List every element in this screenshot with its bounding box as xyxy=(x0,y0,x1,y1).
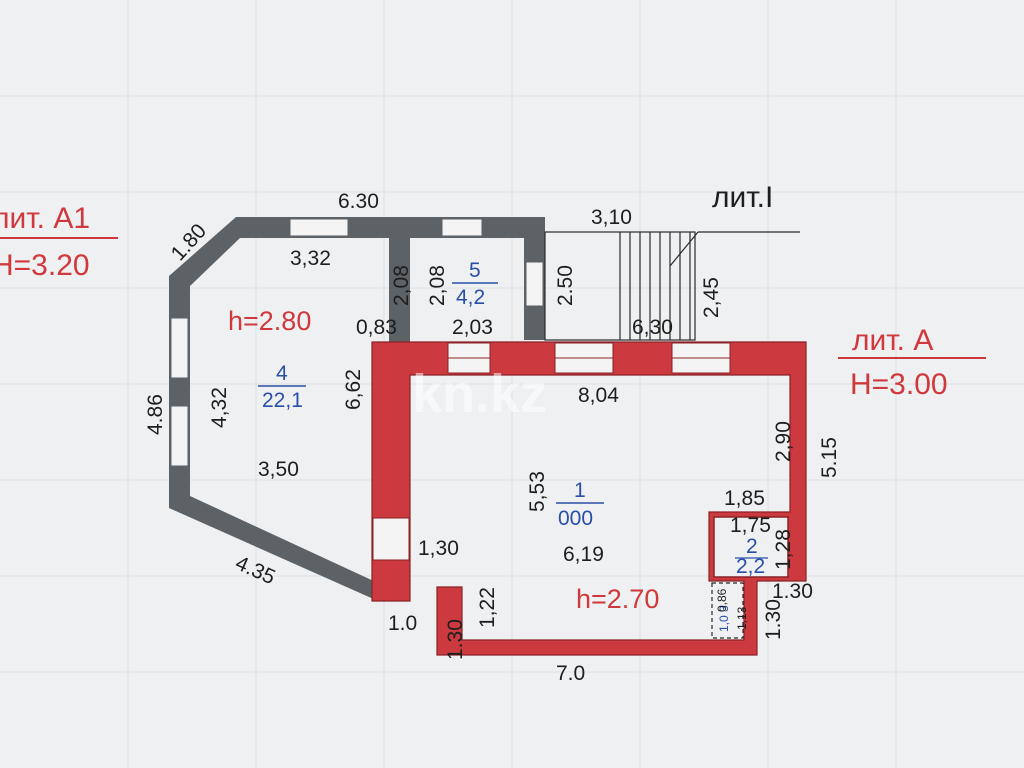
dim-083: 0,83 xyxy=(356,316,397,339)
window-a1-left-1 xyxy=(170,317,189,379)
dim-porch-top: 3,10 xyxy=(591,206,632,229)
dim-203: 2,03 xyxy=(452,316,493,339)
dim-70: 7.0 xyxy=(556,662,585,685)
window-a1-left-2 xyxy=(170,405,189,467)
dim-room5-right: 2.50 xyxy=(554,265,577,306)
dim-top-a1: 6.30 xyxy=(338,190,379,213)
dim-130-low: 1.30 xyxy=(444,619,467,660)
wall-a1-partition xyxy=(389,238,410,344)
room-5-number: 5 xyxy=(469,259,481,282)
ceiling-height-a: h=2.70 xyxy=(576,584,659,614)
height-a1-label: Н=3.20 xyxy=(0,249,90,282)
dim-porch-side: 2,45 xyxy=(700,277,723,318)
door-a-left xyxy=(372,517,410,561)
dim-partition-b: 2,08 xyxy=(426,265,449,306)
dim-553: 5,53 xyxy=(526,471,549,512)
watermark: kn.kz xyxy=(412,364,547,424)
dim-128: 1,28 xyxy=(772,529,795,570)
dim-662: 6,62 xyxy=(342,369,365,410)
lit-a1-label: лит. А1 xyxy=(0,202,90,235)
window-a1-right xyxy=(525,261,544,307)
dim-a1-outer-left: 4.86 xyxy=(144,394,167,435)
dim-130-right-b: 1.30 xyxy=(772,580,813,603)
room-4-number: 4 xyxy=(276,362,288,385)
wall-a-outline xyxy=(371,341,807,656)
dim-room4-top: 3,32 xyxy=(290,247,331,270)
dim-804: 8,04 xyxy=(578,384,619,407)
lit-i-label: лит.I xyxy=(712,181,773,214)
ceiling-height-a1: h=2.80 xyxy=(228,306,311,336)
dim-515: 5.15 xyxy=(818,437,841,478)
room-1-area: 000 xyxy=(558,507,593,530)
room-2-number: 2 xyxy=(746,535,758,558)
height-a-label: Н=3.00 xyxy=(850,368,948,401)
room-2-area: 2,2 xyxy=(736,555,765,578)
wall-a1-outline xyxy=(169,217,545,601)
dim-10: 1.0 xyxy=(388,612,417,635)
lit-a-label: лит. А xyxy=(852,324,933,357)
dim-122: 1,22 xyxy=(476,587,499,628)
window-a1-top-2 xyxy=(441,218,483,237)
room-3-number: 3 xyxy=(717,605,731,612)
wall-a-room2-inner xyxy=(713,516,789,578)
building-a1-walls xyxy=(169,217,545,601)
dim-435: 4.35 xyxy=(232,552,279,590)
room-1-number: 1 xyxy=(574,479,586,502)
dim-290: 2,90 xyxy=(772,421,795,462)
dim-185: 1,85 xyxy=(724,487,765,510)
room-4-area: 22,1 xyxy=(262,389,303,412)
window-a1-top-1 xyxy=(289,218,349,237)
dim-a1-inner-left: 4,32 xyxy=(208,387,231,428)
dim-130-right-a: 1.30 xyxy=(762,599,785,640)
dim-partition-a: 2,08 xyxy=(390,265,413,306)
dim-619: 6,19 xyxy=(563,543,604,566)
building-a-walls xyxy=(371,341,807,656)
dim-130-left: 1,30 xyxy=(418,537,459,560)
dim-630-mid: 6,30 xyxy=(632,316,673,339)
dim-175: 1,75 xyxy=(730,514,771,537)
dim-350: 3,50 xyxy=(258,458,299,481)
porch-lit-i xyxy=(544,231,800,341)
room-5-area: 4,2 xyxy=(456,286,485,309)
room-3-closet xyxy=(711,582,744,639)
room-3-area: 1,0 xyxy=(717,615,731,632)
dim-113: 1,13 xyxy=(735,606,749,630)
dim-086: 0,86 xyxy=(715,588,729,612)
